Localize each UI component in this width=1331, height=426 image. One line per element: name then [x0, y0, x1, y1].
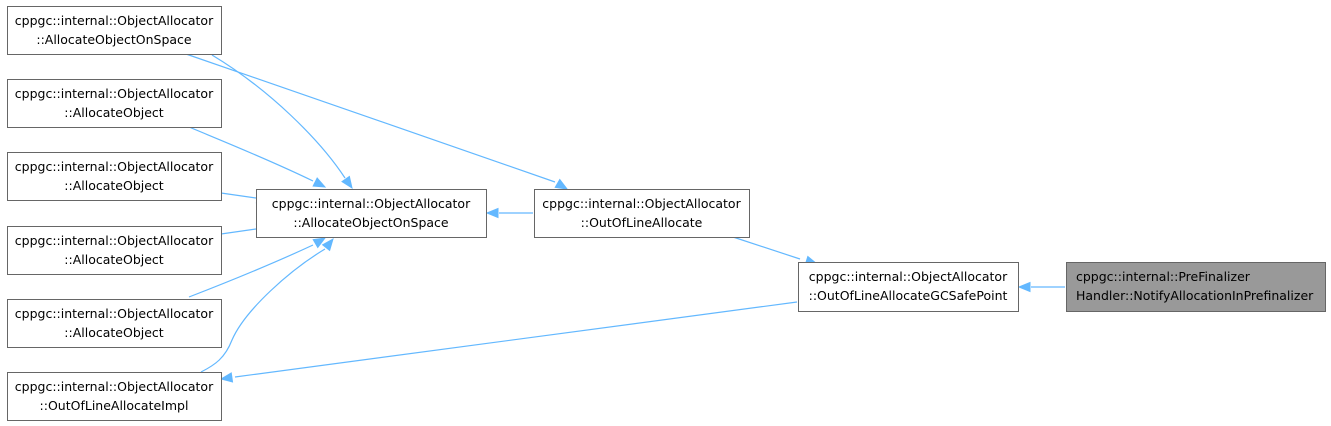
function-node[interactable]: cppgc::internal::ObjectAllocator::OutOfL… — [798, 262, 1019, 312]
edge-n7-to-n2 — [188, 126, 327, 188]
edge-arrowhead — [485, 207, 499, 219]
edge-n8-to-n7 — [485, 207, 533, 219]
edge-n7-to-n6 — [200, 237, 334, 373]
node-label-line2: ::AllocateObject — [64, 178, 164, 193]
node-label-line1: cppgc::internal::ObjectAllocator — [542, 196, 741, 211]
function-node[interactable]: cppgc::internal::ObjectAllocator::Alloca… — [7, 79, 222, 128]
node-box — [7, 372, 222, 421]
edge-line — [732, 236, 801, 260]
edge-arrowhead — [312, 237, 327, 249]
edge-n7-to-n1 — [211, 54, 353, 190]
function-node[interactable]: cppgc::internal::ObjectAllocator::OutOfL… — [7, 372, 222, 421]
node-box — [534, 189, 750, 238]
node-box — [256, 189, 487, 238]
node-label-line1: cppgc::internal::ObjectAllocator — [15, 13, 214, 28]
edge-n9-to-n6 — [219, 301, 798, 383]
edge-n8-to-n1 — [185, 53, 569, 190]
node-box — [7, 299, 222, 348]
node-box — [7, 152, 222, 201]
function-node[interactable]: cppgc::internal::ObjectAllocator::Alloca… — [256, 189, 487, 238]
node-label-line2: ::OutOfLineAllocate — [581, 215, 703, 230]
node-label-line1: cppgc::internal::PreFinalizer — [1076, 269, 1251, 284]
node-label-line1: cppgc::internal::ObjectAllocator — [272, 196, 471, 211]
function-node[interactable]: cppgc::internal::ObjectAllocator::OutOfL… — [534, 189, 750, 238]
edge-arrowhead — [219, 372, 234, 383]
node-label-line1: cppgc::internal::ObjectAllocator — [15, 159, 214, 174]
edge-n10-to-n9 — [1017, 281, 1065, 293]
node-label-line2: ::AllocateObject — [64, 105, 164, 120]
edge-line — [220, 192, 257, 199]
function-node[interactable]: cppgc::internal::ObjectAllocator::Alloca… — [7, 6, 222, 55]
node-box — [7, 79, 222, 128]
edge-arrowhead — [554, 178, 569, 190]
node-label-line2: ::OutOfLineAllocateImpl — [40, 398, 189, 413]
edge-line — [234, 301, 798, 378]
node-label-line2: ::AllocateObjectOnSpace — [36, 32, 192, 47]
node-box — [7, 6, 222, 55]
node-box — [7, 226, 222, 275]
node-label-line1: cppgc::internal::ObjectAllocator — [15, 379, 214, 394]
function-node[interactable]: cppgc::internal::ObjectAllocator::Alloca… — [7, 152, 222, 201]
node-label-line2: ::AllocateObject — [64, 325, 164, 340]
node-label-line2: Handler::NotifyAllocationInPrefinalizer — [1076, 288, 1314, 303]
node-label-line2: ::OutOfLineAllocateGCSafePoint — [809, 288, 1008, 303]
edge-line — [211, 54, 346, 179]
edge-arrowhead — [312, 177, 327, 188]
node-label-line2: ::AllocateObjectOnSpace — [293, 215, 449, 230]
function-node[interactable]: cppgc::internal::ObjectAllocator::Alloca… — [7, 299, 222, 348]
edge-line — [188, 126, 314, 182]
edge-line — [188, 244, 314, 298]
function-node[interactable]: cppgc::internal::ObjectAllocator::Alloca… — [7, 226, 222, 275]
node-box — [798, 262, 1019, 312]
node-label-line1: cppgc::internal::ObjectAllocator — [15, 306, 214, 321]
edge-n9-to-n8 — [732, 236, 819, 266]
root-node[interactable]: cppgc::internal::PreFinalizerHandler::No… — [1066, 262, 1326, 312]
node-label-line1: cppgc::internal::ObjectAllocator — [809, 269, 1008, 284]
edge-arrowhead — [341, 175, 353, 190]
edge-n7-to-n5 — [188, 237, 327, 298]
edge-line — [220, 228, 257, 235]
node-label-line1: cppgc::internal::ObjectAllocator — [15, 86, 214, 101]
node-label-line1: cppgc::internal::ObjectAllocator — [15, 233, 214, 248]
node-box — [1066, 262, 1326, 312]
edge-line — [185, 53, 556, 183]
edge-arrowhead — [1017, 281, 1031, 293]
edge-line — [200, 248, 326, 373]
nodes-layer: cppgc::internal::ObjectAllocator::Alloca… — [7, 6, 1326, 421]
edge-arrowhead — [321, 237, 334, 252]
node-label-line2: ::AllocateObject — [64, 252, 164, 267]
